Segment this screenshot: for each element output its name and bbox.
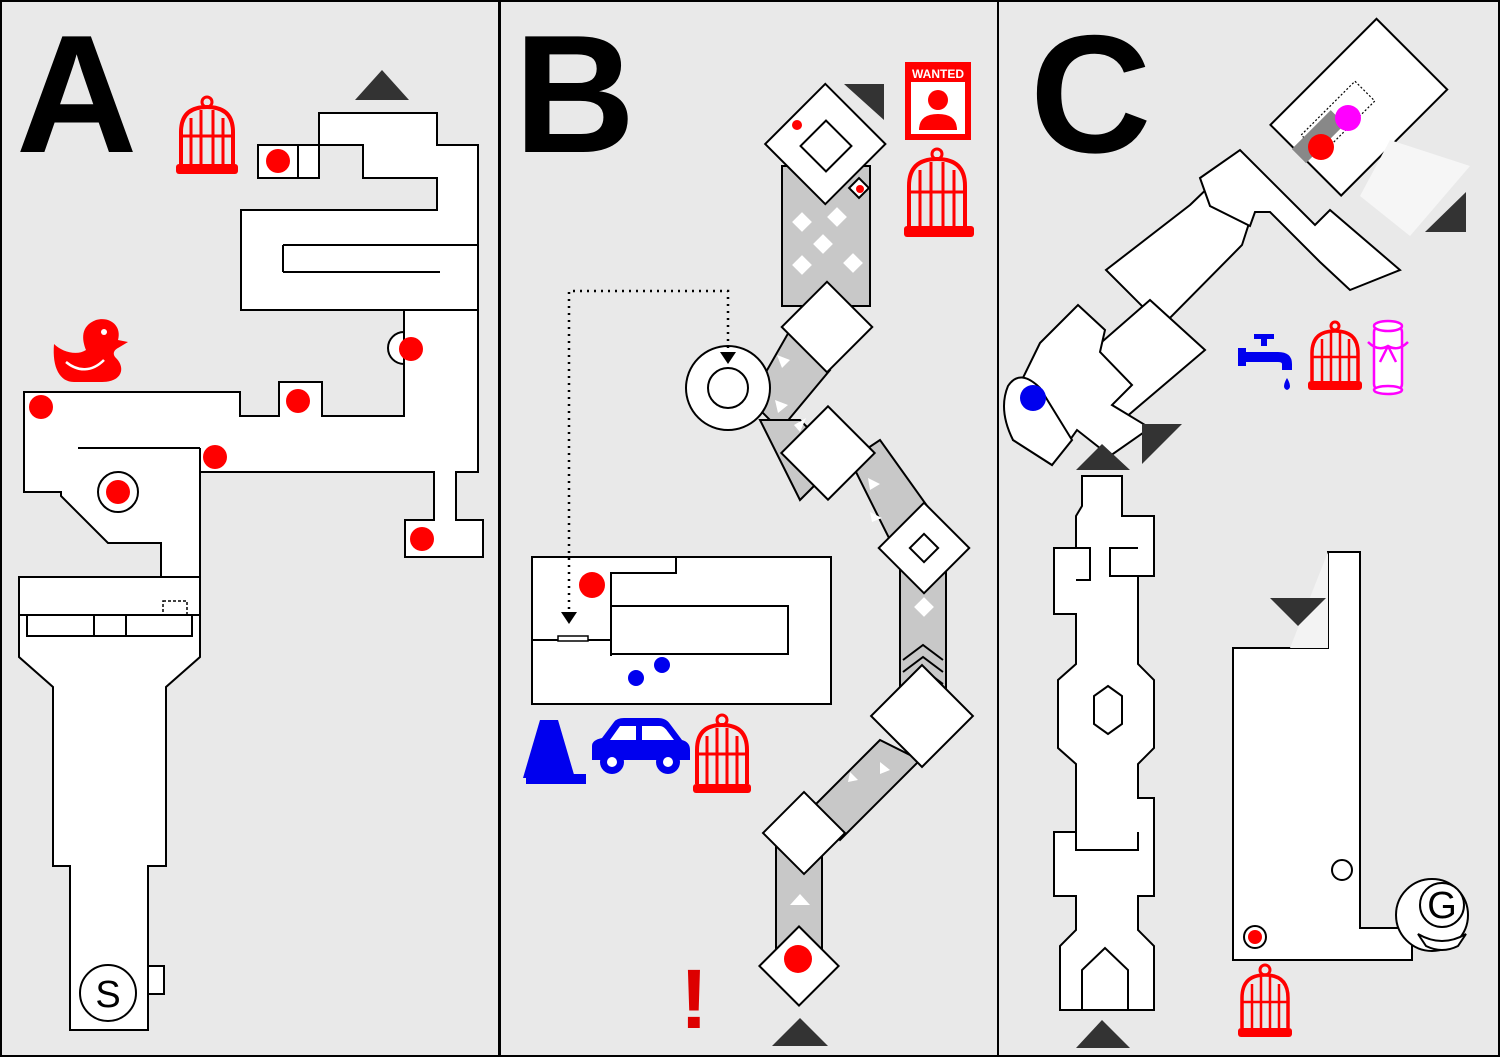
- collectible-dot: [286, 389, 310, 413]
- birdcage-icon: [1238, 963, 1292, 1037]
- rubber-duck-icon: [53, 319, 128, 382]
- blue-dot: [628, 670, 644, 686]
- alert-icon: !: [680, 952, 708, 1046]
- panel-c-label: C: [1030, 0, 1151, 188]
- collectible-dot: [1308, 134, 1334, 160]
- birdcage-icon: [904, 147, 974, 237]
- collectible-dot: [579, 572, 605, 598]
- birdcage-icon: [176, 95, 238, 174]
- collectible-dot: [792, 120, 802, 130]
- birdcage-icon: [693, 713, 751, 793]
- collectible-dot: [1248, 930, 1262, 944]
- exit-arrow: [1142, 424, 1182, 464]
- water-tap-icon: [1238, 334, 1292, 390]
- goal-marker: [1395, 878, 1469, 952]
- panel-b-rooms: [531, 82, 975, 1008]
- exit-arrow: [1425, 192, 1466, 232]
- collectible-dot: [784, 945, 812, 973]
- exit-arrow-down: [1270, 598, 1326, 626]
- exit-arrow: [844, 84, 884, 120]
- car-icon: [592, 718, 690, 774]
- exit-arrow-up: [1076, 1020, 1130, 1048]
- blue-dot: [1020, 385, 1046, 411]
- wanted-poster-icon: WANTED: [905, 62, 971, 140]
- collectible-dot: [106, 480, 130, 504]
- link-arrow: [561, 612, 577, 624]
- link-arrow: [720, 352, 736, 364]
- panel-a-label: A: [16, 0, 137, 188]
- traffic-cone-icon: [523, 720, 586, 784]
- collectible-dot: [410, 527, 434, 551]
- exit-arrow-up: [1076, 444, 1130, 470]
- start-label: S: [95, 974, 120, 1016]
- panel-a-start-hall: [18, 576, 201, 1031]
- start-marker: [79, 964, 137, 1022]
- panel-c-left-hall: [1053, 475, 1155, 1011]
- goal-label: G: [1427, 885, 1457, 927]
- exit-arrow-up: [355, 70, 409, 100]
- collectible-dot: [266, 149, 290, 173]
- svg-text:WANTED: WANTED: [912, 67, 964, 81]
- scroll-icon: [1367, 319, 1409, 396]
- panel-a-middle-area: [23, 309, 484, 578]
- blue-dot: [654, 657, 670, 673]
- panel-a-serpentine: [240, 112, 479, 311]
- exit-arrow-up: [772, 1018, 828, 1046]
- collectible-dot: [29, 395, 53, 419]
- collectible-dot: [856, 185, 864, 193]
- collectible-dot: [203, 445, 227, 469]
- birdcage-icon: [1308, 320, 1362, 390]
- panel-b-label: B: [514, 0, 635, 188]
- special-dot: [1335, 105, 1361, 131]
- collectible-dot: [399, 337, 423, 361]
